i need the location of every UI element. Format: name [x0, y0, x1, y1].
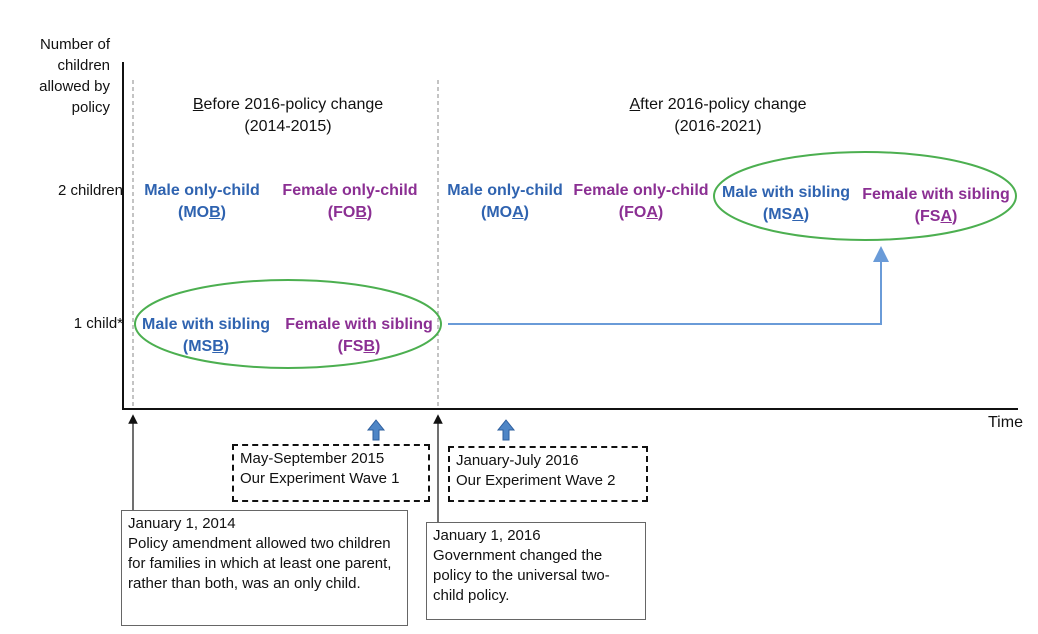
y-axis-title: Number of children allowed by policy	[39, 36, 110, 116]
wave2-box: January-July 2016 Our Experiment Wave 2	[448, 446, 648, 502]
period-before-title: Before 2016-policy change	[192, 96, 384, 113]
group-mob: Male only-child (MOB)	[144, 182, 260, 221]
group-fob: Female only-child (FOB)	[282, 182, 418, 221]
period-before-header: Before 2016-policy change (2014-2015)	[168, 94, 408, 138]
event-2014-text: Policy amendment allowed two children fo…	[128, 535, 392, 592]
event-2016-text: Government changed the policy to the uni…	[433, 547, 610, 604]
period-after-title: After 2016-policy change	[629, 96, 807, 113]
event-2014-box: January 1, 2014 Policy amendment allowed…	[121, 510, 408, 626]
wave1-box: May-September 2015 Our Experiment Wave 1	[232, 444, 430, 502]
group-moa: Male only-child (MOA)	[447, 182, 563, 221]
wave1-date: May-September 2015	[240, 450, 385, 467]
y-level-2-children: 2 children	[57, 182, 123, 199]
event-2016-box: January 1, 2016 Government changed the p…	[426, 522, 646, 620]
wave2-date: January-July 2016	[456, 452, 579, 469]
group-msb: Male with sibling (MSB)	[141, 316, 270, 355]
wave1-label: Our Experiment Wave 1	[240, 470, 400, 487]
transition-arrow	[448, 246, 889, 325]
group-fsa: Female with sibling (FSA)	[862, 186, 1010, 225]
group-foa: Female only-child (FOA)	[573, 182, 709, 221]
period-after-years: (2016-2021)	[674, 118, 762, 135]
ellipse-sibling-before	[134, 279, 442, 369]
period-before-years: (2014-2015)	[244, 118, 332, 135]
group-fsb: Female with sibling (FSB)	[285, 316, 433, 355]
wave2-up-arrow	[496, 419, 516, 441]
wave1-up-arrow	[366, 419, 386, 441]
y-level-1-child: 1 child*	[73, 315, 123, 332]
wave2-label: Our Experiment Wave 2	[456, 472, 616, 489]
group-msa: Male with sibling (MSA)	[721, 184, 850, 223]
ellipse-sibling-after	[713, 151, 1017, 241]
event-2016-date: January 1, 2016	[433, 527, 541, 544]
period-after-header: After 2016-policy change (2016-2021)	[598, 94, 838, 138]
x-axis-label: Time	[988, 414, 1023, 431]
event-2014-date: January 1, 2014	[128, 515, 236, 532]
